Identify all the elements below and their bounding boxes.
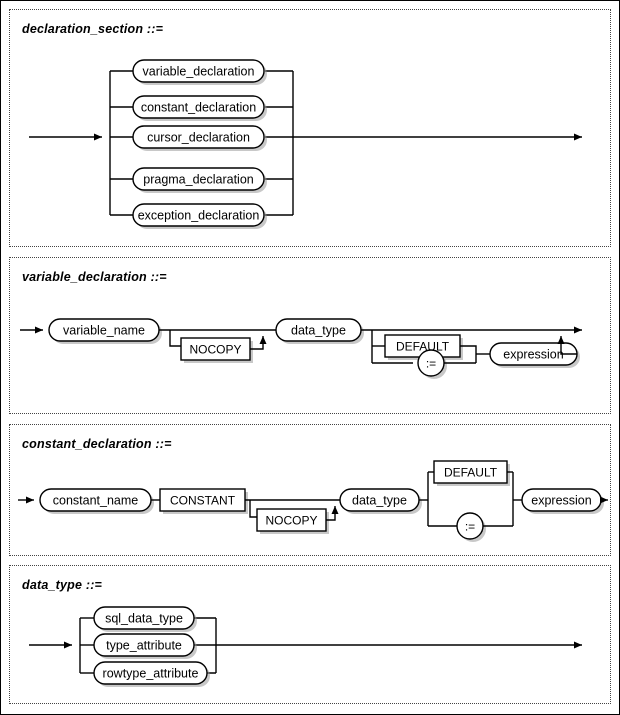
diagram-constant-declaration: constant_name CONSTANT NOCOPY data_type: [18, 460, 608, 542]
node-label-expression: expression: [531, 494, 591, 508]
default-row-out: [460, 345, 477, 363]
node-label-rowtype-attribute: rowtype_attribute: [103, 667, 199, 681]
node-rowtype-attribute[interactable]: [93, 661, 208, 685]
node-label-variable-name: variable_name: [63, 324, 145, 338]
node-sql-data-type[interactable]: [93, 606, 195, 630]
panel-constant-declaration: constant_declaration ::= constant_name C…: [9, 424, 611, 556]
panel-data-type: data_type ::= sql_data: [9, 565, 611, 704]
node-label-pragma-declaration: pragma_declaration: [143, 173, 254, 187]
node-label-exception-declaration: exception_declaration: [138, 209, 260, 223]
node-label-default: DEFAULT: [444, 466, 498, 480]
diagram-variable-declaration: variable_name NOCOPY data_type DEFAULT: [20, 318, 582, 379]
node-label-sql-data-type: sql_data_type: [105, 612, 183, 626]
node-label-constant-declaration: constant_declaration: [141, 101, 256, 115]
node-label-nocopy: NOCOPY: [265, 514, 317, 528]
panel-title-constant-declaration: constant_declaration ::=: [22, 437, 172, 451]
node-label-cursor-declaration: cursor_declaration: [147, 131, 250, 145]
node-variable-declaration[interactable]: [132, 59, 265, 83]
nocopy-branch-out: [250, 336, 267, 350]
nocopy-branch-out: [326, 506, 339, 521]
node-cursor-declaration[interactable]: [132, 125, 265, 149]
node-label-assign-operator: :=: [465, 520, 475, 534]
node-label-nocopy: NOCOPY: [189, 343, 241, 357]
node-exception-declaration[interactable]: [132, 203, 265, 227]
diagram-declaration-section: variable_declaration constant_declaratio…: [29, 59, 582, 229]
diagram-data-type: sql_data_type type_attribute rowtype_att…: [29, 606, 582, 687]
node-label-variable-declaration: variable_declaration: [143, 65, 255, 79]
panel-title-declaration-section: declaration_section ::=: [22, 22, 164, 36]
nocopy-branch-in: [169, 330, 181, 347]
panel-title-data-type: data_type ::=: [22, 578, 103, 592]
node-label-type-attribute: type_attribute: [106, 639, 182, 653]
node-label-data-type: data_type: [352, 494, 407, 508]
node-label-assign-operator: :=: [426, 357, 436, 371]
node-label-data-type: data_type: [291, 324, 346, 338]
node-constant-declaration[interactable]: [132, 95, 265, 119]
node-label-constant-keyword: CONSTANT: [170, 494, 236, 508]
node-label-constant-name: constant_name: [53, 494, 139, 508]
expression-out: [557, 336, 577, 355]
panel-title-variable-declaration: variable_declaration ::=: [22, 270, 167, 284]
node-label-expression: expression: [503, 348, 563, 362]
node-label-default: DEFAULT: [396, 340, 450, 354]
node-type-attribute[interactable]: [93, 633, 195, 657]
nocopy-branch-in: [249, 500, 257, 518]
node-pragma-declaration[interactable]: [132, 167, 265, 191]
panel-declaration-section: declaration_section ::=: [9, 9, 611, 247]
panel-variable-declaration: variable_declaration ::= variable_name N…: [9, 257, 611, 414]
